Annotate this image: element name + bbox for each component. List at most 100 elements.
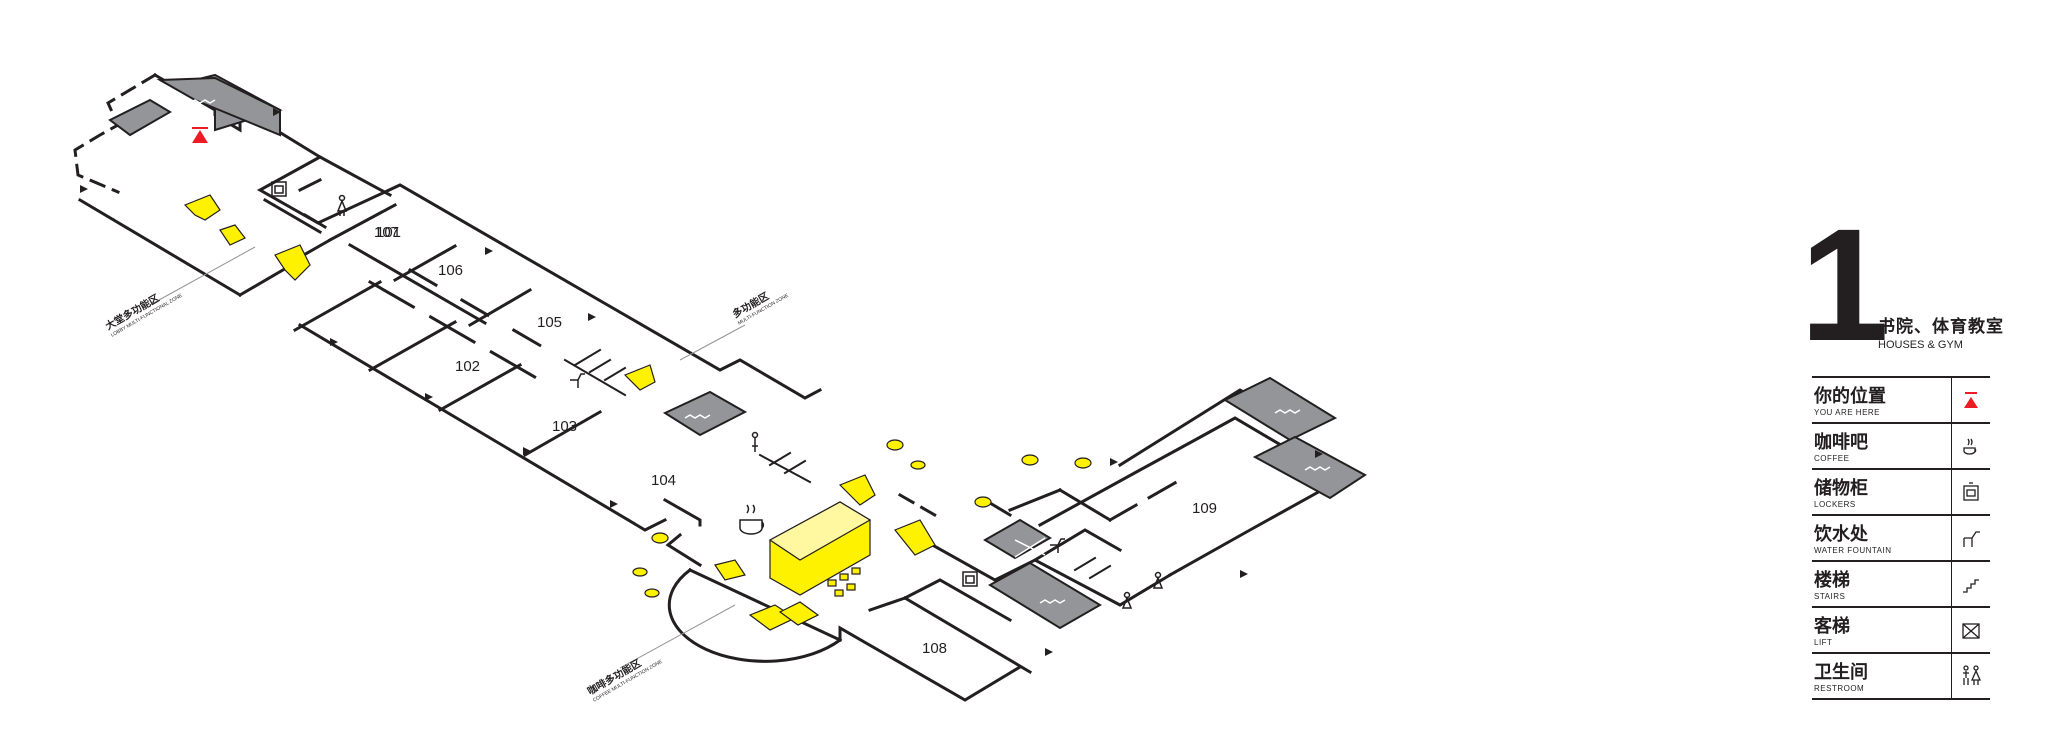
water-mark (1304, 466, 1331, 471)
floor-number: 1 (1800, 195, 1889, 374)
legend-label: 你的位置 (1814, 386, 1886, 407)
you-are-here-marker (192, 130, 208, 143)
locker-icon (962, 571, 978, 587)
legend: 你的位置 YOU ARE HERE 咖啡吧 COFFEE 储物柜 LOCKERS… (1812, 376, 1990, 700)
floor-title-en: HOUSES & GYM (1878, 339, 1963, 351)
divider (262, 197, 323, 235)
stool (1021, 454, 1039, 466)
stair-line (1088, 564, 1112, 580)
table (778, 601, 820, 626)
legend-label: 饮水处 (1814, 524, 1868, 545)
stool (632, 567, 648, 577)
zone-leader (149, 246, 256, 306)
chair (834, 589, 844, 597)
restroom-icon (1963, 665, 1982, 685)
arrow-marker (1240, 570, 1248, 578)
corridor-line (367, 279, 543, 383)
east-divider (1107, 477, 1183, 523)
legend-label-en: RESTROOM (1814, 684, 1865, 693)
counter-top (768, 501, 872, 561)
legend-item-coffee: 咖啡吧 COFFEE (1812, 424, 1990, 470)
arrow-marker (273, 108, 281, 116)
lift-icon (1962, 623, 1980, 639)
stair-line (563, 358, 627, 397)
zone-leader (679, 324, 746, 361)
water-fountain-icon (1050, 538, 1065, 553)
west-end-wall (73, 72, 158, 194)
stool (886, 439, 904, 451)
water-mark (1039, 599, 1066, 604)
room-109-label: 109 (1192, 500, 1217, 517)
legend-item-stairs: 楼梯 STAIRS (1812, 562, 1990, 608)
zone-leader (619, 604, 736, 669)
west-wing-lower-wall-2 (297, 322, 668, 532)
legend-label-en: YOU ARE HERE (1814, 408, 1881, 417)
arrow-marker (80, 185, 88, 193)
restroom-icon (1152, 571, 1164, 589)
divider (327, 202, 398, 243)
legend-label: 楼梯 (1814, 570, 1850, 591)
arrow-marker (1315, 450, 1323, 458)
lift-block-nw (108, 98, 172, 137)
arrow-marker (610, 500, 618, 508)
legend-label-en: STAIRS (1814, 592, 1846, 601)
room-108-label: 108 (922, 640, 947, 657)
cafe-curve-wall (667, 567, 843, 663)
east-divider (1008, 488, 1062, 512)
legend-item-lockers: 储物柜 LOCKERS (1812, 470, 1990, 516)
legend-item-restroom: 卫生间 RESTROOM (1812, 654, 1990, 700)
arrow-marker (523, 447, 531, 455)
room-103-label: 103 (552, 418, 577, 435)
room-108-wall (868, 596, 907, 612)
cafe-base-line (688, 568, 842, 642)
legend-item-lift: 客梯 LIFT (1812, 608, 1990, 654)
legend-label-en: LOCKERS (1814, 500, 1856, 509)
stool (644, 588, 660, 598)
arrow-marker (1110, 458, 1118, 466)
gray-block-mid-2 (988, 561, 1102, 630)
stool (651, 532, 669, 544)
room-105-label: 105 (537, 314, 562, 331)
stool (974, 496, 992, 508)
legend-item-water-fountain: 饮水处 WATER FOUNTAIN (1812, 516, 1990, 562)
restroom-icon (751, 431, 759, 452)
stool (1074, 457, 1092, 469)
legend-label: 储物柜 (1814, 478, 1868, 499)
stair-line (768, 451, 792, 467)
gray-block-ne (1222, 376, 1338, 442)
lift-block-mid (983, 518, 1052, 560)
water-mark (684, 414, 711, 419)
cafe-wall (665, 532, 703, 568)
stairs-icon (1963, 579, 1979, 593)
restroom-icon (336, 194, 348, 216)
you-are-here-icon (1964, 392, 1978, 408)
legend-label-en: COFFEE (1814, 454, 1850, 463)
legend-label-en: WATER FOUNTAIN (1814, 546, 1892, 555)
corridor-wall (302, 212, 328, 230)
east-divider (1057, 487, 1113, 523)
room-108-wall (902, 578, 1013, 623)
gray-block-nw-2 (156, 76, 281, 137)
locker-icon (1963, 482, 1979, 501)
divider (297, 177, 323, 193)
divider (437, 362, 523, 413)
corridor-dash (897, 492, 943, 521)
chair (827, 579, 837, 587)
sofa (838, 474, 876, 506)
chair (839, 573, 849, 581)
arrow-marker (485, 247, 493, 255)
legend-label: 卫生间 (1814, 662, 1868, 683)
legend-item-you-are-here: 你的位置 YOU ARE HERE (1812, 378, 1990, 424)
sofa (183, 194, 221, 221)
divider (367, 319, 458, 373)
arrow-marker (588, 313, 596, 321)
east-wing-inner-wall (1032, 528, 1123, 563)
restroom-icon (1121, 591, 1133, 609)
coffee-icon (739, 504, 765, 535)
lift-cross (1014, 537, 1046, 558)
east-wing-outer-wall (1037, 416, 1344, 578)
stair-line (758, 453, 812, 484)
sofa (274, 244, 311, 281)
sofa (894, 519, 936, 556)
floor-plan-map: 101 102 103 104 105 106 107 108 109 大堂多功… (73, 72, 1367, 704)
